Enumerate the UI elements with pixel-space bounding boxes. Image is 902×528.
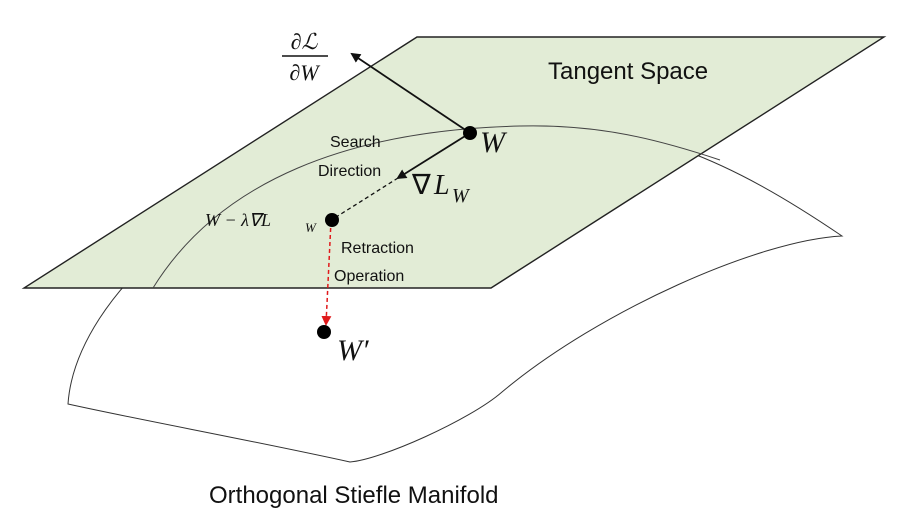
- svg-text:∇: ∇: [411, 170, 431, 201]
- search-direction-arrow: [396, 132, 471, 180]
- point-step: [325, 213, 339, 227]
- retraction-label-line2: Operation: [334, 268, 404, 285]
- partial-denominator: ∂W: [289, 60, 320, 85]
- search-direction-label-line2: Direction: [318, 163, 381, 180]
- manifold-label: Orthogonal Stiefle Manifold: [209, 482, 499, 509]
- svg-text:W − λ∇L: W − λ∇L: [205, 210, 271, 230]
- svg-text:L: L: [433, 170, 450, 201]
- step-expression-label: W − λ∇L W: [205, 210, 317, 235]
- partial-numerator: ∂ℒ: [291, 29, 319, 54]
- gradient-normal-arrow: [350, 52, 471, 134]
- step-dashed-line: [332, 177, 399, 220]
- gradient-label: ∇ L W: [411, 170, 471, 207]
- point-w-prime: [317, 325, 331, 339]
- tangent-space-label: Tangent Space: [548, 58, 708, 85]
- point-w-prime-label: W′: [337, 334, 369, 367]
- svg-text:W: W: [305, 220, 317, 235]
- tangent-space-plane: [21, 36, 887, 289]
- point-w: [463, 126, 477, 140]
- search-direction-label-line1: Search: [330, 134, 381, 151]
- retraction-label-line1: Retraction: [341, 240, 414, 257]
- svg-text:W: W: [452, 185, 471, 207]
- point-w-label: W: [480, 126, 508, 159]
- retraction-arrow: [321, 220, 332, 326]
